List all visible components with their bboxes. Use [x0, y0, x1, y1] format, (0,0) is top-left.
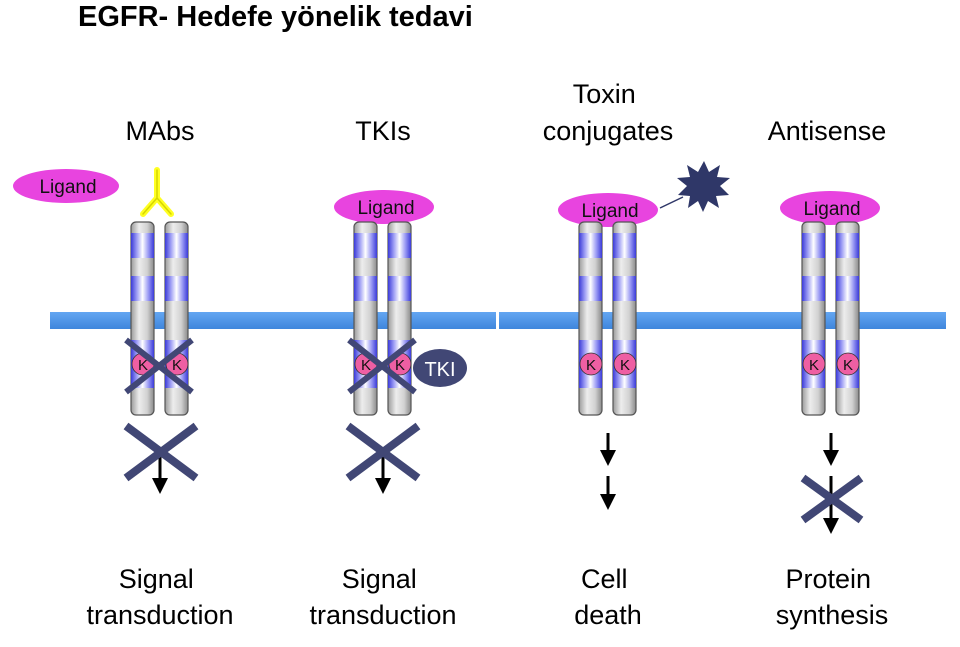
ligand-bound: Ligand [780, 191, 880, 225]
outcome-line-2: transduction [309, 600, 456, 630]
panel-outcome: Protein synthesis [776, 564, 889, 630]
panel-antisense: Antisense Ligand K K [768, 116, 889, 630]
outcome-line-1: Signal [119, 564, 194, 594]
tki-label: TKI [424, 359, 455, 381]
ligand-label: Ligand [39, 177, 96, 198]
panel-outcome: Signal transduction [309, 564, 456, 630]
arrow-down-icon [823, 433, 839, 466]
ligand-label: Ligand [803, 199, 860, 220]
outcome-line-2: synthesis [776, 600, 889, 630]
panel-heading: MAbs [125, 116, 194, 146]
outcome-line-2: death [574, 600, 642, 630]
outcome-line-1: Protein [785, 564, 871, 594]
panel-toxin-conjugates: Toxin conjugates Ligand K K [543, 79, 730, 630]
kinase-label: K [843, 357, 853, 374]
kinase-domains: K K [579, 352, 637, 376]
heading-line-2: conjugates [543, 116, 674, 146]
ligand-bound: Ligand [558, 193, 658, 227]
heading-line-1: Antisense [768, 116, 887, 146]
ligand-label: Ligand [581, 201, 638, 222]
antibody-icon [140, 167, 174, 217]
kinase-domains: K K [802, 352, 860, 376]
arrow-down-icon [600, 476, 616, 510]
kinase-label: K [809, 357, 819, 374]
outcome-line-1: Signal [342, 564, 417, 594]
panel-heading: Toxin conjugates [543, 79, 674, 146]
tki-drug: TKI [413, 349, 467, 387]
panel-heading: TKIs [355, 116, 411, 146]
kinase-label: K [586, 357, 596, 374]
toxin-burst-icon [659, 161, 730, 212]
kinase-blocked-x-icon [124, 337, 194, 395]
page-title: EGFR- Hedefe yönelik tedavi [78, 1, 473, 33]
ligand-bound: Ligand [334, 190, 434, 224]
kinase-blocked-x-icon [347, 337, 417, 395]
outcome-line-1: Cell [581, 564, 628, 594]
signal-blocked-x-icon [345, 422, 421, 482]
panel-mabs: MAbs Ligand K K [13, 116, 234, 630]
panel-heading: Antisense [768, 116, 887, 146]
heading-line-1: TKIs [355, 116, 411, 146]
arrow-down-icon [600, 433, 616, 466]
synthesis-blocked-x-icon [800, 474, 864, 524]
membrane-gap [496, 312, 499, 329]
kinase-label: K [620, 357, 630, 374]
kinase-label: K [395, 357, 405, 374]
kinase-label: K [172, 357, 182, 374]
panel-outcome: Signal transduction [86, 564, 233, 630]
kinase-label: K [138, 357, 148, 374]
heading-line-1: MAbs [125, 116, 194, 146]
kinase-label: K [361, 357, 371, 374]
signal-blocked-x-icon [123, 422, 199, 482]
panel-outcome: Cell death [574, 564, 642, 630]
ligand-label: Ligand [357, 198, 414, 219]
ligand-free: Ligand [13, 169, 119, 203]
panel-tkis: TKIs Ligand K K TKI [309, 116, 467, 630]
heading-line-1: Toxin [573, 79, 636, 109]
outcome-line-2: transduction [86, 600, 233, 630]
